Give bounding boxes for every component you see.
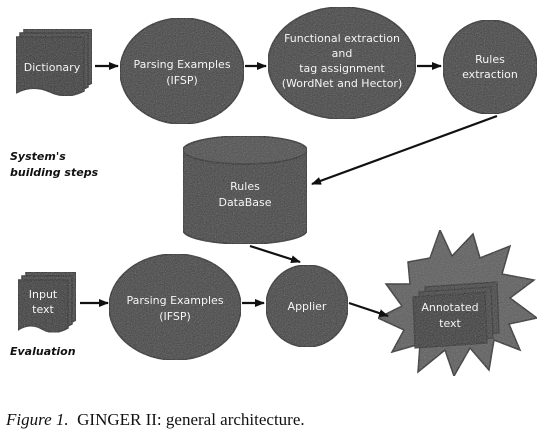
functional-extraction-line1: Functional extraction <box>284 32 400 45</box>
functional-extraction-node: Functional extraction and tag assignment… <box>267 6 417 120</box>
applier-node: Applier <box>265 264 349 348</box>
parsing-examples-top-node: Parsing Examples (IFSP) <box>119 17 245 125</box>
functional-extraction-line3: tag assignment <box>299 62 385 75</box>
functional-extraction-line2: and <box>332 47 353 60</box>
evaluation-label: Evaluation <box>10 345 76 358</box>
parsing-examples-bottom-sublabel: (IFSP) <box>159 310 191 323</box>
arrow-rules-extraction-to-database <box>311 114 498 186</box>
applier-label: Applier <box>288 300 327 313</box>
parsing-examples-bottom-label: Parsing Examples <box>126 294 223 307</box>
figure-title: GINGER II: general architecture. <box>77 410 305 429</box>
rules-extraction-node: Rules extraction <box>442 19 538 115</box>
rules-database-line1: Rules <box>230 180 260 193</box>
rules-extraction-line2: extraction <box>462 68 518 81</box>
parsing-examples-top-label: Parsing Examples <box>133 58 230 71</box>
building-steps-label-line1: System's <box>10 150 66 163</box>
rules-database-line2: DataBase <box>218 196 271 209</box>
input-text-line2: text <box>32 303 54 316</box>
arrow-applier-to-annotated <box>348 301 389 318</box>
annotated-text-line2: text <box>439 317 461 330</box>
input-text-line1: Input <box>29 288 58 301</box>
parsing-examples-top-sublabel: (IFSP) <box>166 74 198 87</box>
dictionary-node: Dictionary <box>15 28 93 97</box>
parsing-examples-bottom-node: Parsing Examples (IFSP) <box>108 253 242 361</box>
dictionary-label: Dictionary <box>24 61 81 74</box>
annotated-text-node: Annotated text <box>376 228 539 378</box>
functional-extraction-line4: (WordNet and Hector) <box>282 77 403 90</box>
annotated-text-line1: Annotated <box>421 301 478 314</box>
flow-arrows <box>80 62 498 318</box>
rules-extraction-line1: Rules <box>475 53 505 66</box>
figure-caption: Figure 1. GINGER II: general architectur… <box>6 410 305 430</box>
rules-database-node: Rules DataBase <box>182 135 308 245</box>
figure-number: Figure 1. <box>6 410 69 429</box>
building-steps-label-line2: building steps <box>10 166 99 179</box>
input-text-node: Input text <box>17 271 77 333</box>
arrow-database-to-applier <box>249 244 301 264</box>
